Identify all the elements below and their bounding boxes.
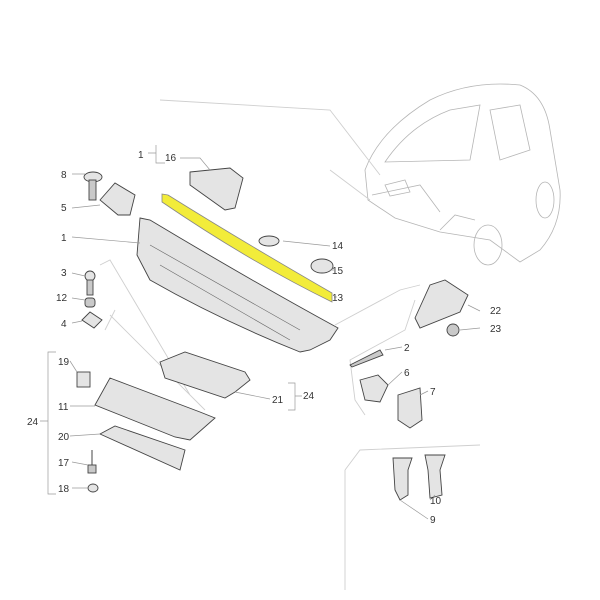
callout-14: 14 xyxy=(332,241,344,252)
part-7-cap[interactable] xyxy=(397,387,423,429)
region-line xyxy=(99,259,206,411)
vehicle-outline xyxy=(364,83,561,266)
part-16-cover[interactable] xyxy=(189,167,244,211)
callout-5: 5 xyxy=(61,203,67,214)
part-9-drain[interactable] xyxy=(392,457,413,501)
part-8-screw[interactable] xyxy=(83,171,103,201)
part-11-duct[interactable] xyxy=(94,377,216,441)
part-2-screw[interactable] xyxy=(349,349,384,368)
part-15-grommet[interactable] xyxy=(310,258,334,274)
callout-24: 24 xyxy=(303,391,315,402)
callout-17: 17 xyxy=(58,458,70,469)
part-3-bolt[interactable] xyxy=(84,270,96,296)
region-line xyxy=(159,99,381,176)
callout-13: 13 xyxy=(332,293,344,304)
callout-11: 11 xyxy=(58,402,69,413)
callout-1: 1 xyxy=(61,233,67,244)
part-14-grommet[interactable] xyxy=(258,235,280,247)
callout-1: 1 xyxy=(138,150,144,161)
region-line xyxy=(329,169,421,326)
part-13-seal-highlighted[interactable] xyxy=(161,193,333,303)
callout-21: 21 xyxy=(272,395,284,406)
part-1-cowl-panel[interactable] xyxy=(136,217,339,353)
callout-8: 8 xyxy=(61,170,67,181)
callout-2: 2 xyxy=(404,343,410,354)
callout-16: 16 xyxy=(165,153,177,164)
part-17-pin[interactable] xyxy=(87,450,97,474)
callout-10: 10 xyxy=(430,496,442,507)
callout-23: 23 xyxy=(490,324,502,335)
callout-3: 3 xyxy=(61,268,67,279)
callout-19: 19 xyxy=(58,357,70,368)
callout-7: 7 xyxy=(430,387,436,398)
callout-9: 9 xyxy=(430,515,436,526)
callout-6: 6 xyxy=(404,368,410,379)
part-23-nut[interactable] xyxy=(446,323,460,337)
region-line xyxy=(349,299,416,416)
callout-15: 15 xyxy=(332,266,344,277)
callout-18: 18 xyxy=(58,484,70,495)
callout-22: 22 xyxy=(490,306,502,317)
part-5-bracket[interactable] xyxy=(99,182,136,216)
part-6-clip[interactable] xyxy=(359,374,389,403)
part-12-nut[interactable] xyxy=(84,297,96,308)
leader-lines xyxy=(40,145,481,520)
part-10-drain[interactable] xyxy=(424,454,446,499)
callout-labels: 1 16 8 5 1 14 15 13 3 12 4 22 23 2 6 7 1… xyxy=(27,150,502,526)
part-20-panel[interactable] xyxy=(98,425,186,471)
part-4-clip[interactable] xyxy=(81,311,103,329)
region-line xyxy=(344,444,481,590)
part-21-duct[interactable] xyxy=(159,351,251,399)
part-18-washer[interactable] xyxy=(87,483,99,493)
part-19-pad[interactable] xyxy=(76,371,91,388)
part-22-bracket[interactable] xyxy=(414,279,469,329)
callout-12: 12 xyxy=(56,293,68,304)
callout-20: 20 xyxy=(58,432,70,443)
callout-4: 4 xyxy=(61,319,67,330)
callout-24: 24 xyxy=(27,417,39,428)
